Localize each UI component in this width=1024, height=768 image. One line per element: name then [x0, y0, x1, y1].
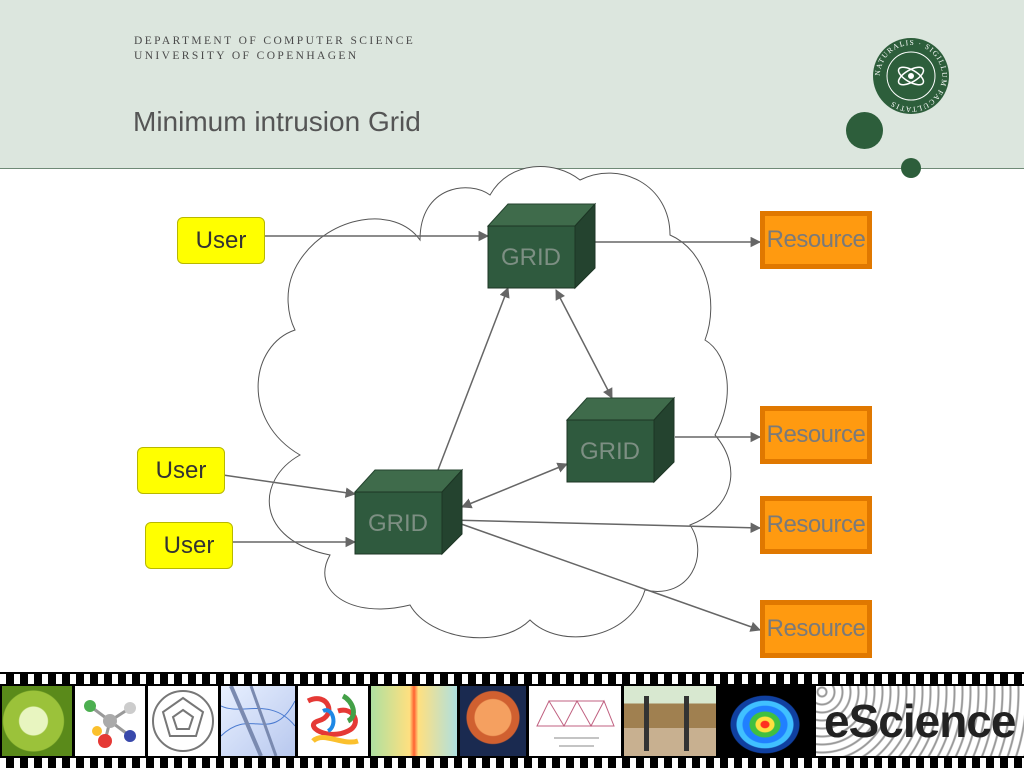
frame-ripple-surface	[719, 686, 811, 756]
arrow-grid3-to-grid1	[437, 287, 510, 471]
department-line: DEPARTMENT OF COMPUTER SCIENCE	[134, 35, 416, 47]
grid-diagram: GRID GRID GRID	[222, 166, 762, 639]
frame-fullerene	[148, 686, 218, 756]
resource-node-2-label: Resource	[766, 421, 866, 448]
arrow-grid3-grid2	[461, 462, 568, 509]
grid-node-3: GRID	[353, 468, 464, 556]
frame-truss-diagram	[529, 686, 621, 756]
resource-node-4: Resource	[760, 600, 872, 658]
grid-node-3-label: GRID	[368, 510, 428, 537]
frame-protein	[298, 686, 368, 756]
grid-node-1-label: GRID	[501, 244, 561, 271]
escience-caption: eScience	[824, 695, 1016, 747]
arrow-grid3-to-resource3	[449, 519, 762, 534]
frame-well-cross-section	[624, 686, 716, 756]
user-node-2: User	[137, 447, 225, 494]
resource-node-2: Resource	[760, 406, 872, 464]
arrow-grid3-to-resource4	[449, 519, 761, 632]
university-seal-icon: NATURALIS · SIGILLUM FACULTATIS	[873, 38, 949, 114]
arrow-user2-to-grid3	[222, 474, 357, 498]
university-line: UNIVERSITY OF COPENHAGEN	[134, 50, 359, 62]
frame-heatmap	[371, 686, 457, 756]
arrow-grid1-grid2	[555, 289, 613, 399]
resource-node-1: Resource	[760, 211, 872, 269]
grid-node-1: GRID	[486, 202, 597, 290]
fibers-icon	[221, 686, 295, 756]
slide-header: DEPARTMENT OF COMPUTER SCIENCE UNIVERSIT…	[0, 0, 1024, 169]
protein-icon	[306, 693, 359, 745]
escience-filmstrip: eScience	[0, 672, 1024, 768]
department-label: DEPARTMENT OF COMPUTER SCIENCE UNIVERSIT…	[134, 34, 415, 64]
user-node-1: User	[177, 217, 265, 264]
fullerene-icon	[152, 690, 214, 752]
resource-node-3: Resource	[760, 496, 872, 554]
resource-node-4-label: Resource	[766, 615, 866, 642]
frame-fibers	[221, 686, 295, 756]
grid-node-2: GRID	[565, 396, 676, 484]
film-perforation-top	[0, 674, 1024, 684]
resource-node-1-label: Resource	[766, 226, 866, 253]
film-perforation-bottom	[0, 758, 1024, 768]
decorative-dot-large	[846, 112, 883, 149]
resource-node-3-label: Resource	[766, 511, 866, 538]
frame-head-scan	[460, 686, 526, 756]
frame-molecule	[75, 686, 145, 756]
molecule-icon	[84, 700, 136, 748]
user-node-3: User	[145, 522, 233, 569]
frame-hexagon-lattice: eScience	[816, 686, 1024, 756]
frame-green-sphere	[2, 686, 72, 756]
grid-node-2-label: GRID	[580, 438, 640, 465]
slide-title: Minimum intrusion Grid	[133, 106, 421, 137]
well-icon	[644, 696, 689, 751]
decorative-dot-small	[901, 158, 921, 178]
truss-icon	[536, 699, 615, 747]
